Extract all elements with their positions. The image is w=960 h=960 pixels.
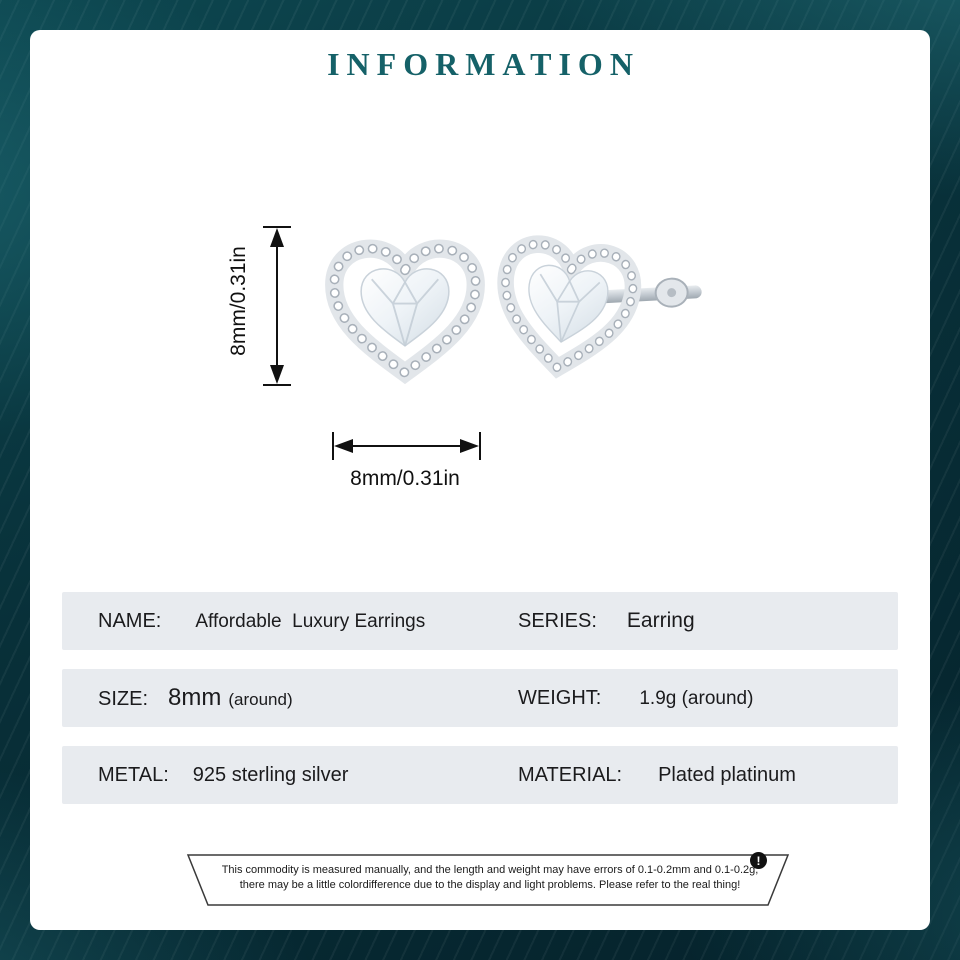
- series-label: SERIES:: [518, 610, 597, 632]
- metal-label: METAL:: [98, 763, 169, 786]
- width-dimension-arrow: [332, 432, 481, 460]
- material-label: MATERIAL:: [518, 763, 623, 786]
- series-cell: SERIES: Earring: [518, 609, 695, 633]
- height-dimension-arrow: [263, 226, 291, 386]
- product-info-card: INFORMATION: [30, 30, 930, 930]
- size-value: 8mm: [168, 684, 222, 711]
- earring-post: [585, 277, 702, 308]
- material-cell: MATERIAL: Plated platinum: [518, 764, 796, 787]
- name-label: NAME:: [98, 609, 162, 632]
- spec-row-name-series: NAME: Affordable Luxury Earrings SERIES:…: [62, 592, 898, 650]
- spec-row-metal-material: METAL: 925 sterling silver MATERIAL: Pla…: [62, 746, 898, 804]
- height-dimension-label: 8mm/0.31in: [227, 246, 250, 356]
- disclaimer-banner: This commodity is measured manually, and…: [180, 852, 800, 910]
- earring-left: [334, 249, 476, 373]
- metal-cell: METAL: 925 sterling silver: [98, 764, 348, 787]
- name-value: Affordable Luxury Earrings: [195, 610, 426, 632]
- name-cell: NAME: Affordable Luxury Earrings: [98, 610, 425, 633]
- size-label: SIZE:: [98, 688, 149, 710]
- earrings-illustration: [263, 226, 702, 460]
- weight-cell: WEIGHT: 1.9g (around): [518, 687, 753, 710]
- width-dimension-label: 8mm/0.31in: [350, 467, 460, 490]
- weight-value: 1.9g (around): [639, 687, 754, 709]
- size-note: (around): [228, 690, 293, 709]
- weight-label: WEIGHT:: [518, 686, 602, 709]
- exclamation-icon: !: [750, 852, 767, 869]
- spec-row-size-weight: SIZE: 8mm (around) WEIGHT: 1.9g (around): [62, 669, 898, 727]
- material-value: Plated platinum: [658, 763, 796, 786]
- metal-value: 925 sterling silver: [192, 763, 349, 786]
- series-value: Earring: [626, 609, 695, 632]
- disclaimer-line-2: there may be a little colordifference du…: [239, 879, 741, 891]
- disclaimer-text: This commodity is measured manually, and…: [220, 863, 760, 893]
- disclaimer-outline: [186, 854, 790, 906]
- size-cell: SIZE: 8mm (around): [98, 684, 293, 712]
- disclaimer-line-1: This commodity is measured manually, and…: [221, 864, 759, 876]
- page-title: INFORMATION: [327, 46, 640, 82]
- earring-right: [494, 240, 637, 377]
